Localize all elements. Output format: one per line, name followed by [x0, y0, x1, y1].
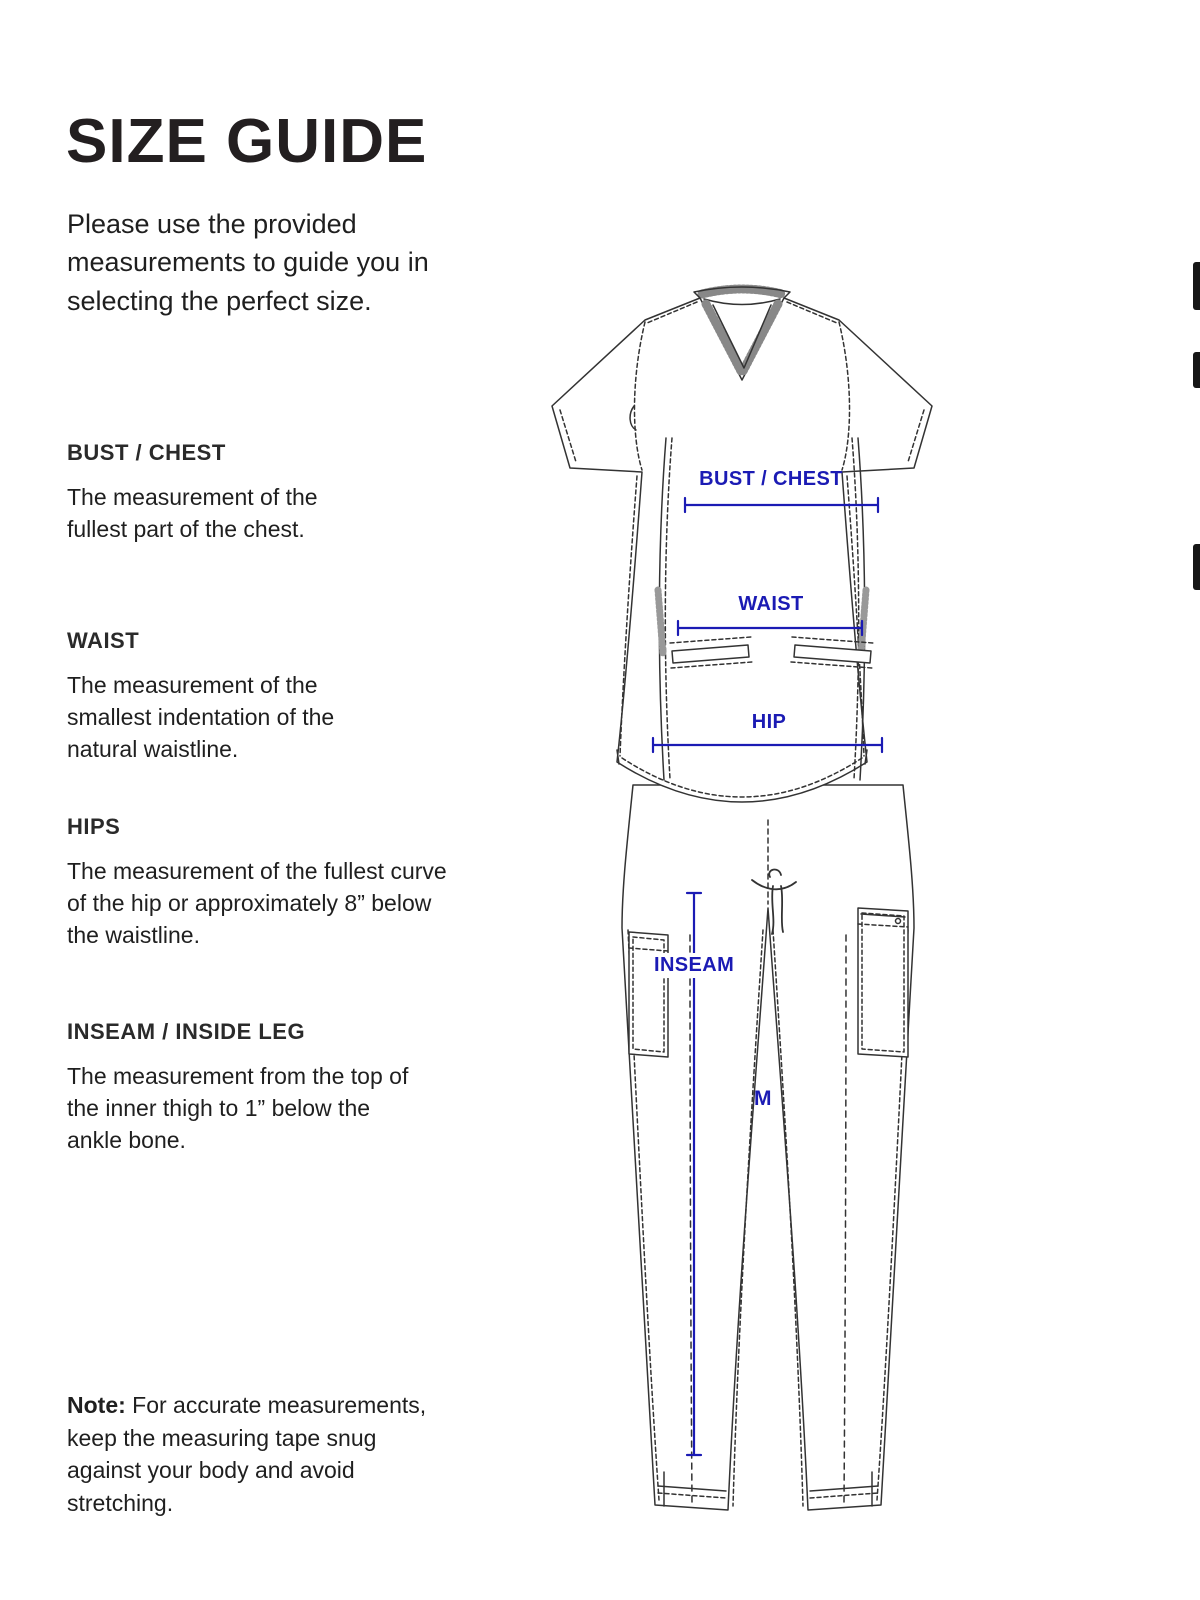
note-label: Note: [67, 1392, 126, 1418]
section-hips: HIPS The measurement of the fullest curv… [67, 814, 452, 952]
top-outline [551, 297, 933, 803]
inseam-measure-line [685, 891, 703, 1457]
measurement-lines [651, 496, 884, 1457]
pocket-zipper [860, 913, 906, 918]
section-waist: WAIST The measurement of the smallest in… [67, 628, 377, 766]
top-hem-stitch [621, 757, 863, 798]
cargo-pocket-right-stitch [857, 912, 909, 1053]
hip-measure-line [651, 736, 884, 754]
pants-hem-stitch [657, 1492, 879, 1499]
section-body: The measurement of the fullest curve of … [67, 858, 447, 949]
section-body: The measurement of the smallest indentat… [67, 672, 335, 763]
section-body: The measurement of the fullest part of t… [67, 484, 318, 543]
collar-outline [693, 286, 791, 306]
waist-measure-label: WAIST [738, 593, 804, 615]
shoulder-stitch [646, 301, 838, 324]
scrub-pants-sketch [621, 784, 915, 1511]
intro-text: Please use the provided measurements to … [67, 209, 429, 316]
pants-crease-lines [689, 934, 847, 1503]
side-seam-stitch [619, 475, 865, 757]
section-heading: BUST / CHEST [67, 440, 226, 465]
pants-hem-lines [657, 1485, 879, 1492]
section-inseam: INSEAM / INSIDE LEG The measurement from… [67, 1019, 422, 1157]
hip-measure-label: HIP [751, 711, 787, 733]
collar-ribbing [697, 284, 787, 299]
cargo-pocket-right [857, 907, 909, 1058]
scrub-top-sketch [551, 284, 933, 803]
measurement-note: Note: For accurate measurements, keep th… [67, 1389, 427, 1520]
sleeve-loop [629, 405, 637, 431]
zipper-pull [894, 917, 902, 925]
hem-side-slits [616, 749, 868, 765]
edge-cropped-content [1193, 262, 1200, 310]
welt-pockets [671, 644, 872, 664]
pants-inseam-stitch [732, 929, 804, 1507]
vneck-inner-edge [712, 304, 772, 369]
sleeve-hem-stitch [559, 409, 925, 463]
waist-measure-line [676, 619, 864, 637]
note-body: For accurate measurements, keep the meas… [67, 1392, 427, 1516]
cargo-pocket-left [628, 931, 669, 1058]
princess-seam-stitch [664, 437, 860, 780]
bust-measure-line [683, 496, 880, 514]
page-title: SIZE GUIDE [66, 106, 428, 176]
edge-cropped-content [1193, 544, 1200, 590]
side-rib-panels [654, 586, 870, 658]
edge-cropped-content [1193, 352, 1200, 388]
bust-measure-label: BUST / CHEST [699, 468, 843, 490]
section-heading: INSEAM / INSIDE LEG [67, 1019, 306, 1044]
section-bust-chest: BUST / CHEST The measurement of the full… [67, 440, 367, 545]
pants-hem-vents [663, 1471, 873, 1507]
section-body: The measurement from the top of the inne… [67, 1063, 409, 1154]
inseam-measure-label: INSEAM [650, 953, 739, 978]
drawstring [751, 868, 797, 935]
vneck-ribbing [701, 299, 783, 378]
section-heading: WAIST [67, 628, 140, 653]
section-heading: HIPS [67, 814, 121, 839]
size-marker-label: M [754, 1087, 772, 1110]
cargo-pocket-left-stitch [628, 936, 669, 1053]
